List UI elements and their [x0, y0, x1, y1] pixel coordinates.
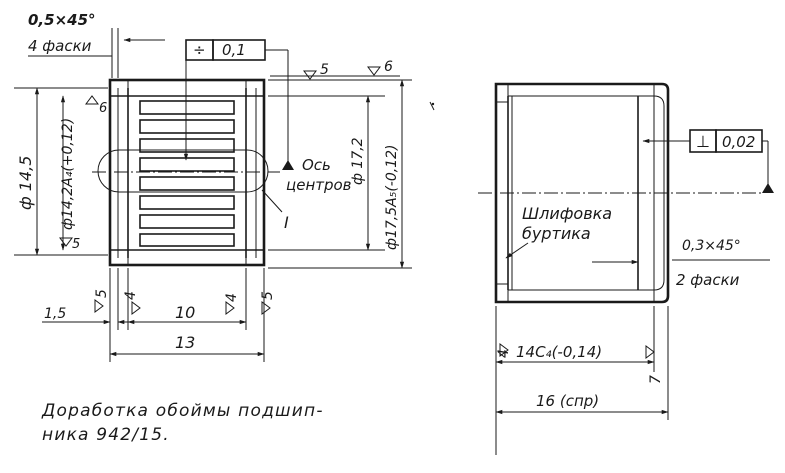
caption-line-1: Доработка обоймы подшип- [41, 401, 324, 421]
roughness-mark [367, 66, 381, 76]
dim-ref: 16 (спр) [536, 392, 599, 410]
roughness-right-b: 7 [648, 375, 664, 384]
dim-left-small: 1,5 [44, 306, 66, 322]
roughness-mark [499, 343, 509, 357]
stray-dot [431, 102, 435, 106]
hatched-corner [245, 79, 265, 97]
hatched-corner [495, 283, 509, 303]
dim-total: 13 [175, 333, 195, 352]
cage-outline [108, 78, 266, 267]
dim-middle: 10 [175, 303, 195, 322]
roughness-mark [59, 237, 73, 247]
dim-right-b: ф17,5A₅(-0,12) [384, 145, 400, 250]
detail-label: I [284, 213, 289, 232]
roller-window [139, 176, 235, 191]
roller-window [139, 100, 235, 115]
dim-inner-diameter: ф14,2A₄(+0,12) [60, 118, 76, 230]
roughness-mark [645, 345, 655, 359]
detail-leader [261, 189, 283, 213]
right-view: ⊥ 0,02 Шлифовка буртика 0,3×45° 2 фаски … [478, 82, 774, 455]
chamfer-label: 0,5×45° [28, 11, 96, 29]
roughness-mark [94, 299, 104, 313]
grind-label-2: буртика [522, 224, 591, 243]
chamfer-count-right: 2 фаски [676, 271, 740, 289]
roughness-left-top: 6 [99, 101, 107, 116]
hatched-wall-top [507, 83, 655, 97]
perp-symbol: ⊥ [696, 132, 710, 151]
roughness-bottom-2: 4 [224, 293, 240, 302]
grind-label-1: Шлифовка [522, 204, 612, 223]
roughness-mark [85, 95, 99, 105]
roller-window [139, 119, 235, 134]
hatched-wall-bottom [507, 289, 655, 303]
roller-window [139, 214, 235, 229]
axis-label-1: Ось [302, 156, 331, 174]
roughness-mark [303, 70, 317, 80]
caption-line-2: ника 942/15. [42, 425, 170, 445]
roughness-top-b: 6 [384, 59, 393, 75]
hatched-corner [245, 249, 265, 266]
dim-outer-diameter: ф 14,5 [16, 156, 35, 210]
datum-triangle [762, 183, 774, 193]
roughness-bottom-3: 5 [260, 291, 276, 300]
dim-right-a: ф 17,2 [350, 137, 366, 185]
roughness-mark [261, 301, 271, 315]
grind-leader [505, 242, 529, 259]
roller-window [139, 157, 235, 172]
dim-length: 14C₄(-0,14) [516, 343, 602, 361]
sleeve-outline [494, 82, 670, 304]
roughness-mark [225, 301, 235, 315]
detail-outline [97, 149, 269, 193]
runout-value: 0,1 [222, 41, 246, 59]
roller-window [139, 233, 235, 247]
datum-triangle [282, 160, 294, 170]
perp-value: 0,02 [722, 133, 755, 151]
roughness-bottom-0: 5 [94, 289, 110, 298]
axis-label-2: центров [286, 176, 352, 194]
stray-mark [429, 101, 435, 111]
hatched-corner [495, 83, 509, 103]
hatched-corner [109, 249, 129, 266]
chamfer-label-right: 0,3×45° [682, 238, 741, 254]
roller-window [139, 195, 235, 210]
roller-window [139, 138, 235, 153]
roughness-bottom-1: 4 [123, 291, 139, 300]
left-view: I 0,5×45° 4 фаски ÷ 0,1 Ось центров 5 6 … [14, 11, 412, 362]
roughness-mark [131, 301, 141, 315]
runout-symbol: ÷ [193, 41, 206, 59]
roller-windows [139, 100, 235, 247]
roughness-left-bottom: 5 [72, 237, 80, 252]
roughness-top-a: 5 [320, 62, 329, 78]
chamfer-count-label: 4 фаски [28, 37, 92, 55]
hatched-corner [109, 79, 129, 97]
